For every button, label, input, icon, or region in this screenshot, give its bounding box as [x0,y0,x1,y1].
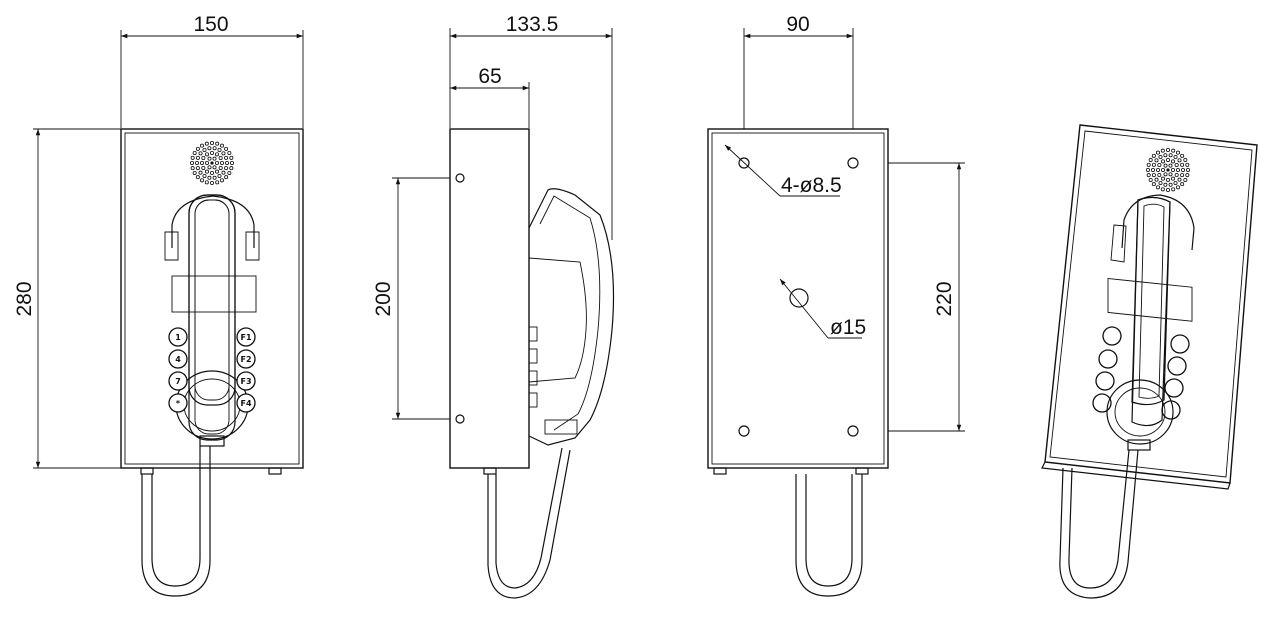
mount-holes-label: 4-ø8.5 [781,174,842,197]
cable-hole-label: ø15 [830,316,866,339]
side-depth-label: 133.5 [506,13,559,36]
front-width-dimension: 150 [120,13,304,128]
svg-text:7: 7 [175,377,181,386]
side-body-depth-dimension: 65 [450,65,530,128]
svg-text:F4: F4 [240,399,251,408]
speaker-grille-icon [189,140,234,185]
screw-icon [455,414,465,424]
armored-cord [487,449,571,599]
key: 4 [168,349,188,369]
hole-spacing-v-dimension: 220 [853,162,965,432]
front-view: 150 280 1 4 7 * F1 F2 [13,13,304,597]
screw-spacing-dimension: 200 [372,177,458,420]
handset-cradle [171,195,255,248]
key: F2 [236,349,256,369]
key [1092,393,1112,413]
key [1164,378,1184,398]
mount-hole [738,157,750,169]
screw-icon [455,173,465,183]
key: 7 [168,371,188,391]
svg-text:*: * [176,399,181,408]
key: F1 [236,327,256,347]
screw-spacing-label: 200 [372,281,395,316]
label-window [171,275,257,313]
key: * [168,393,188,413]
hole-spacing-h-label: 90 [786,13,809,36]
armored-cord [141,446,211,597]
front-width-label: 150 [193,13,228,36]
front-housing [120,128,304,469]
svg-text:F3: F3 [240,377,251,386]
key [1095,371,1115,391]
mount-hole [847,157,859,169]
handset-profile [528,188,615,446]
svg-text:4: 4 [175,355,181,364]
side-housing [449,128,530,469]
hole-spacing-v-label: 220 [933,281,956,316]
armored-cord [795,474,863,597]
svg-text:F2: F2 [240,355,251,364]
key [1102,326,1122,346]
key: F3 [236,371,256,391]
svg-text:1: 1 [175,333,181,342]
front-height-dimension: 280 [13,128,121,469]
key: F4 [236,393,256,413]
key [1170,334,1190,354]
speaker-grille-icon [1146,147,1191,192]
back-housing [707,128,889,469]
perspective-keypad [1092,326,1190,420]
front-keypad: 1 4 7 * F1 F2 F3 F4 [168,327,256,413]
perspective-view [1041,124,1258,599]
mount-hole [738,425,750,437]
key: 1 [168,327,188,347]
back-view: 90 220 4-ø8.5 ø15 [707,13,965,597]
mount-hole [847,425,859,437]
armored-cord [1059,449,1139,599]
cable-hole [789,288,809,308]
side-depth-dimension: 133.5 [449,13,613,240]
svg-text:F1: F1 [240,333,251,342]
key [1098,349,1118,369]
key [1167,356,1187,376]
side-view: 133.5 65 200 [372,13,615,599]
side-body-depth-label: 65 [478,65,501,88]
front-height-label: 280 [13,281,36,316]
